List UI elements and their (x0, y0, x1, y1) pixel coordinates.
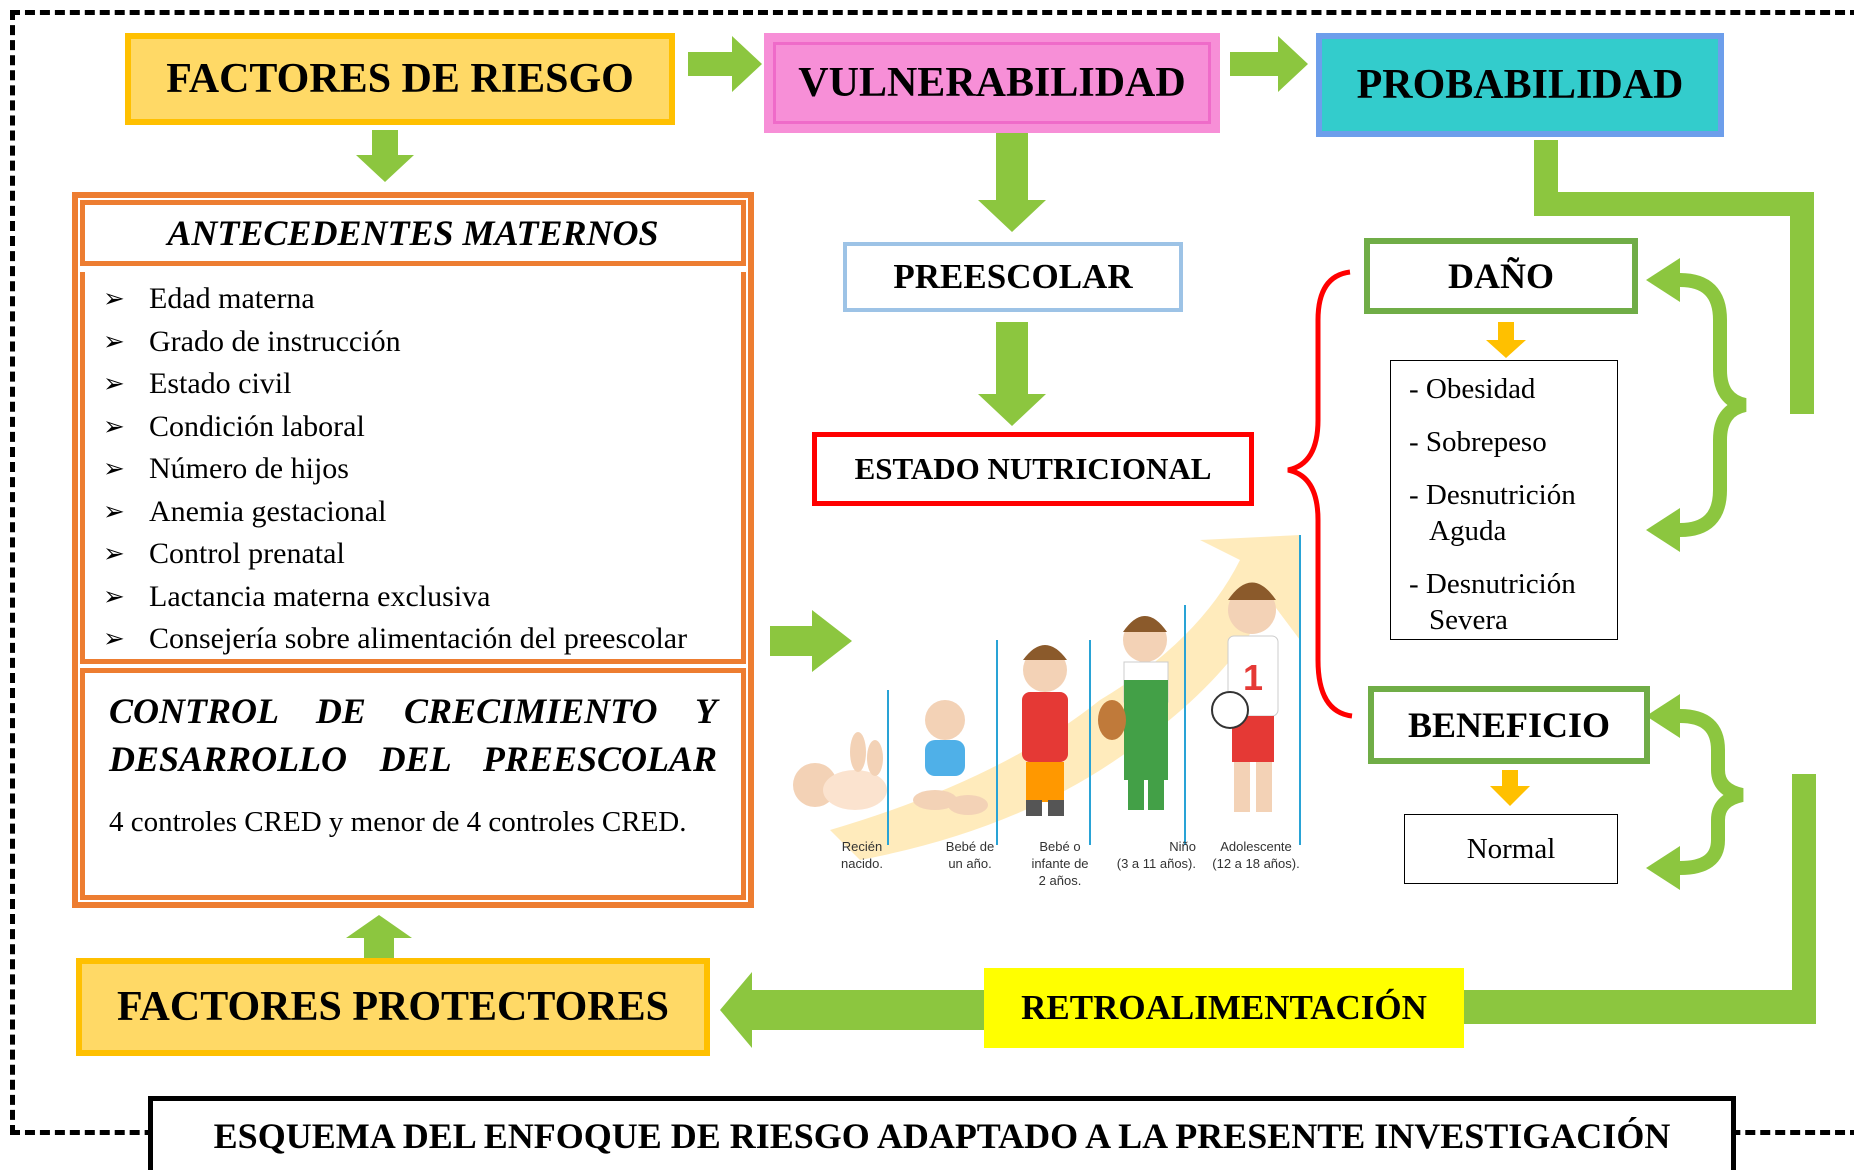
estado-nutricional-box: ESTADO NUTRICIONAL (812, 432, 1254, 506)
dano-item: - Desnutrición (1409, 479, 1576, 511)
beneficio-box: BENEFICIO (1368, 686, 1650, 764)
list-item: ➢Consejería sobre alimentación del prees… (103, 622, 688, 655)
growth-illustration: 1 (793, 535, 1301, 860)
dano-item: Severa (1429, 604, 1508, 636)
normal-label: Normal (1466, 832, 1556, 865)
estado-nutricional-label: ESTADO NUTRICIONAL (854, 451, 1212, 486)
arrow-right-1 (688, 36, 762, 92)
growth-label-adolescent: Adolescente(12 a 18 años). (1212, 839, 1300, 871)
list-item: ➢Número de hijos (103, 452, 349, 485)
antecedentes-list-box: ➢Edad materna ➢Grado de instrucción ➢Est… (80, 272, 746, 664)
retroalimentacion-box: RETROALIMENTACIÓN (984, 968, 1464, 1048)
factores-protectores-label: FACTORES PROTECTORES (117, 984, 669, 1030)
retro-line-vertical (1792, 774, 1816, 1024)
factores-riesgo-label: FACTORES DE RIESGO (166, 56, 634, 102)
probabilidad-label: PROBABILIDAD (1356, 62, 1684, 108)
list-item: ➢Anemia gestacional (103, 494, 387, 528)
list-item: ➢Control prenatal (103, 537, 345, 570)
control-cred-text: 4 controles CRED y menor de 4 controles … (109, 806, 687, 838)
dano-label: DAÑO (1448, 256, 1554, 296)
vulnerabilidad-label: VULNERABILIDAD (798, 60, 1186, 106)
retroalimentacion-label: RETROALIMENTACIÓN (1021, 988, 1427, 1027)
vulnerabilidad-box: VULNERABILIDAD (764, 33, 1220, 133)
probabilidad-box: PROBABILIDAD (1316, 33, 1724, 137)
factores-protectores-box: FACTORES PROTECTORES (76, 958, 710, 1056)
list-item: ➢Grado de instrucción (103, 324, 401, 358)
arrow-left-retro (720, 972, 984, 1048)
footer-title: ESQUEMA DEL ENFOQUE DE RIESGO ADAPTADO A… (213, 1115, 1671, 1156)
arrow-up-protectores (346, 915, 412, 960)
arrow-right-2 (1230, 36, 1308, 92)
footer-title-box: ESQUEMA DEL ENFOQUE DE RIESGO ADAPTADO A… (148, 1096, 1736, 1170)
factores-riesgo-box: FACTORES DE RIESGO (125, 33, 675, 125)
growth-label-child: Niño(3 a 11 años). (1116, 839, 1196, 871)
dano-item: - Sobrepeso (1409, 426, 1547, 458)
brace-dano (1673, 273, 1747, 537)
control-cred-box: CONTROL DE CRECIMIENTO Y DESARROLLO DEL … (80, 668, 746, 900)
orange-arrow-beneficio (1490, 770, 1530, 806)
arrow-down-vulnerabilidad (978, 130, 1046, 232)
dano-box: DAÑO (1364, 238, 1638, 314)
preescolar-box: PREESCOLAR (843, 242, 1183, 312)
brace-beneficio (1673, 709, 1744, 875)
arrow-right-illustration (770, 610, 852, 672)
antecedentes-container (72, 192, 754, 908)
retro-line-right (1460, 990, 1816, 1024)
list-item: ➢Condición laboral (103, 409, 365, 443)
dano-item: - Desnutrición (1409, 568, 1576, 600)
preescolar-label: PREESCOLAR (893, 257, 1133, 296)
red-bracket (1287, 269, 1353, 719)
dano-list-box: - Obesidad - Sobrepeso - Desnutrición Ag… (1390, 360, 1618, 640)
orange-arrow-dano (1486, 322, 1526, 358)
dano-item: Aguda (1429, 515, 1507, 547)
dano-item: - Obesidad (1409, 373, 1536, 405)
list-item: ➢Estado civil (103, 367, 292, 400)
antecedentes-list: ➢Edad materna ➢Grado de instrucción ➢Est… (85, 278, 741, 661)
antecedentes-title: ANTECEDENTES MATERNOS (167, 213, 659, 253)
control-cred-title: CONTROL DE CRECIMIENTO Y DESARROLLO DEL … (109, 691, 717, 779)
beneficio-label: BENEFICIO (1407, 705, 1611, 745)
arrow-down-factores (356, 130, 414, 182)
arrow-down-preescolar (978, 322, 1046, 426)
svg-text:1: 1 (1243, 657, 1263, 698)
list-item: ➢Edad materna (103, 282, 315, 315)
normal-box: Normal (1404, 814, 1618, 884)
list-item: ➢Lactancia materna exclusiva (103, 579, 491, 613)
antecedentes-title-box: ANTECEDENTES MATERNOS (80, 200, 746, 266)
